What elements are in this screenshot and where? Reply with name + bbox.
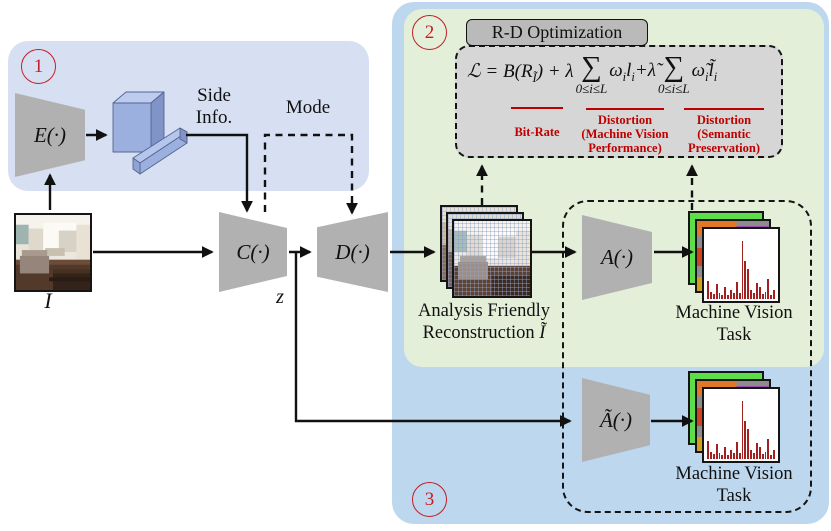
rd-formula-box: ℒ = B(RĨ) + λ ∑0≤i≤L ωili+λ̃ ∑0≤i≤L ω̃il…	[455, 45, 783, 158]
rd-header: R-D Optimization	[466, 19, 648, 46]
recon-label-line1: Analysis Friendly	[417, 301, 551, 321]
distortion-mv-line1: Distortion	[597, 113, 653, 127]
bit-rate-label: Bit-Rate	[514, 125, 560, 139]
stage2-badge-number: 2	[424, 21, 435, 43]
side-info-tensor-icon	[106, 84, 196, 176]
stage1-badge-number: 1	[33, 55, 44, 77]
mode-label: Mode	[285, 97, 331, 118]
distortion-mv-line3: Performance)	[588, 141, 662, 155]
formula-term1: ωili+λ̃	[609, 60, 656, 84]
formula-lhs: ℒ = B(RĨ) + λ	[467, 61, 574, 85]
decompressor-block: D(·)	[317, 212, 388, 292]
bit-rate-underline	[511, 107, 563, 109]
task-label-top: Machine Vision Task	[651, 302, 817, 346]
encoder-block: E(·)	[15, 93, 85, 177]
distortion-sp-annotation: Distortion (Semantic Preservation)	[672, 108, 776, 155]
distortion-mv-annotation: Distortion (Machine Vision Performance)	[570, 108, 680, 155]
task-label-bottom: Machine Vision Task	[651, 463, 817, 507]
side-info-line2: Info.	[195, 107, 233, 128]
stage1-badge: 1	[21, 49, 56, 84]
task-bottom-line1: Machine Vision	[675, 464, 793, 484]
stage3-badge-number: 3	[424, 488, 435, 510]
latent-label: z	[276, 286, 284, 308]
recon-image-front	[452, 219, 532, 298]
rd-header-label: R-D Optimization	[491, 22, 623, 42]
distortion-sp-underline	[684, 108, 764, 110]
side-info-label: Side Info.	[186, 85, 242, 129]
input-image-label: I	[44, 288, 52, 313]
bit-rate-annotation: Bit-Rate	[487, 107, 587, 139]
task-top-histogram-layer	[702, 227, 780, 303]
distortion-sp-line3: Preservation)	[688, 141, 760, 155]
decompressor-label: D(·)	[335, 239, 370, 264]
formula-sum1: ∑0≤i≤L	[575, 51, 608, 96]
stage3-badge: 3	[412, 482, 447, 517]
task-bottom-line2: Task	[716, 486, 752, 506]
formula-term2: ω̃il̃i	[691, 60, 718, 84]
analyzer-tilde-label: Ã(·)	[599, 407, 633, 432]
side-info-line1: Side	[197, 85, 231, 106]
interior-photo-icon	[16, 215, 90, 290]
histogram-icon	[707, 238, 775, 299]
compressor-label: C(·)	[236, 239, 270, 264]
distortion-sp-line1: Distortion	[696, 113, 752, 127]
distortion-sp-line2: (Semantic	[697, 127, 751, 141]
recon-symbol: Ĩ	[539, 323, 546, 343]
recon-label: Analysis Friendly Reconstruction Ĩ	[398, 300, 570, 344]
distortion-mv-underline	[586, 108, 664, 110]
stage2-badge: 2	[412, 15, 447, 50]
task-top-line1: Machine Vision	[675, 303, 793, 323]
input-image	[14, 213, 92, 292]
analyzer-label: A(·)	[600, 245, 634, 269]
compressor-block: C(·)	[219, 212, 287, 292]
encoder-label: E(·)	[33, 122, 67, 147]
recon-label-line2: Reconstruction Ĩ	[422, 323, 546, 343]
pixel-grid	[454, 221, 530, 296]
distortion-mv-line2: (Machine Vision	[581, 127, 669, 141]
histogram-icon	[707, 398, 775, 459]
rd-formula: ℒ = B(RĨ) + λ ∑0≤i≤L ωili+λ̃ ∑0≤i≤L ω̃il…	[467, 52, 717, 95]
task-bottom-histogram-layer	[702, 387, 780, 463]
task-top-line2: Task	[716, 325, 752, 345]
formula-sum2: ∑0≤i≤L	[657, 51, 690, 96]
